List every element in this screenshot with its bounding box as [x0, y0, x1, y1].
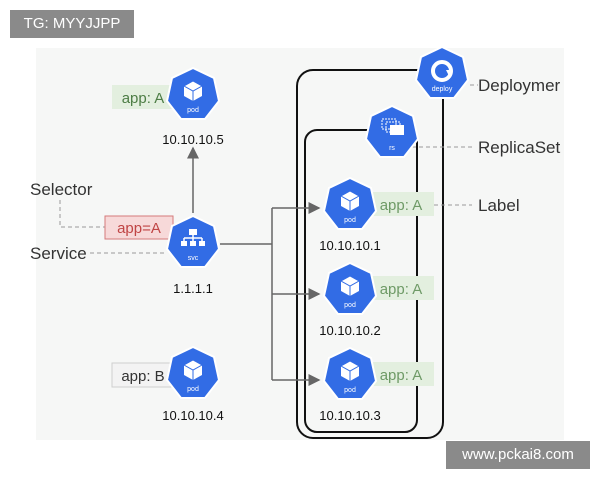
watermark-bottom: www.pckai8.com	[446, 441, 590, 469]
deployment-label: Deploymer	[478, 76, 561, 95]
pod-1-tag-bg	[368, 192, 434, 216]
pod-2: app: A pod 10.10.10.2	[319, 262, 434, 338]
pod-1: app: A pod 10.10.10.1	[319, 177, 434, 253]
svg-text:deploy: deploy	[432, 86, 453, 93]
pod-a-top: app: A pod 10.10.10.5	[112, 67, 224, 147]
pod-2-ip: 10.10.10.2	[319, 323, 380, 338]
svg-text:pod: pod	[187, 386, 199, 393]
pod-icon: pod	[166, 346, 220, 399]
pod-a-top-tag: app: A	[122, 90, 165, 107]
pod-icon: pod	[323, 262, 377, 315]
svg-text:pod: pod	[344, 387, 356, 394]
watermark-top: TG: MYYJJPP	[10, 10, 134, 38]
service-ip: 1.1.1.1	[173, 281, 213, 296]
svg-text:rs: rs	[389, 145, 395, 152]
pod-2-tag-bg	[368, 276, 434, 300]
svg-text:svc: svc	[188, 255, 199, 262]
service-node: app=A svc 1.1.1.1	[104, 215, 220, 296]
pod-1-ip: 10.10.10.1	[319, 238, 380, 253]
pod-icon: pod	[323, 347, 377, 400]
service-label: Service	[30, 244, 87, 263]
pod-3: app: A pod 10.10.10.3	[319, 347, 434, 423]
pod-icon: pod	[166, 67, 220, 120]
label-label: Label	[478, 196, 520, 215]
svg-text:pod: pod	[187, 107, 199, 114]
pod-3-tag-bg	[368, 362, 434, 386]
selector-tag: app=A	[117, 220, 161, 237]
svg-text:pod: pod	[344, 217, 356, 224]
pod-b-ip: 10.10.10.4	[162, 408, 223, 423]
svc-icon: svc	[166, 215, 220, 268]
pod-b-tag-bg	[111, 362, 176, 388]
selector-label: Selector	[30, 180, 93, 199]
pod-b-tag: app: B	[121, 368, 164, 385]
pod-a-top-tag-bg	[112, 85, 175, 109]
deploy-icon: deploy	[415, 46, 469, 99]
rs-icon: rs	[365, 105, 419, 158]
pod-b: app: B pod 10.10.10.4	[111, 346, 224, 423]
pod-icon: pod	[323, 177, 377, 230]
pod-1-tag: app: A	[380, 197, 423, 214]
deployment-box	[296, 69, 444, 439]
pod-3-ip: 10.10.10.3	[319, 408, 380, 423]
svg-text:pod: pod	[344, 302, 356, 309]
pod-3-tag: app: A	[380, 367, 423, 384]
pod-2-tag: app: A	[380, 281, 423, 298]
replicaset-label: ReplicaSet	[478, 138, 560, 157]
selector-leader-line	[59, 200, 105, 228]
pod-a-top-ip: 10.10.10.5	[162, 132, 223, 147]
